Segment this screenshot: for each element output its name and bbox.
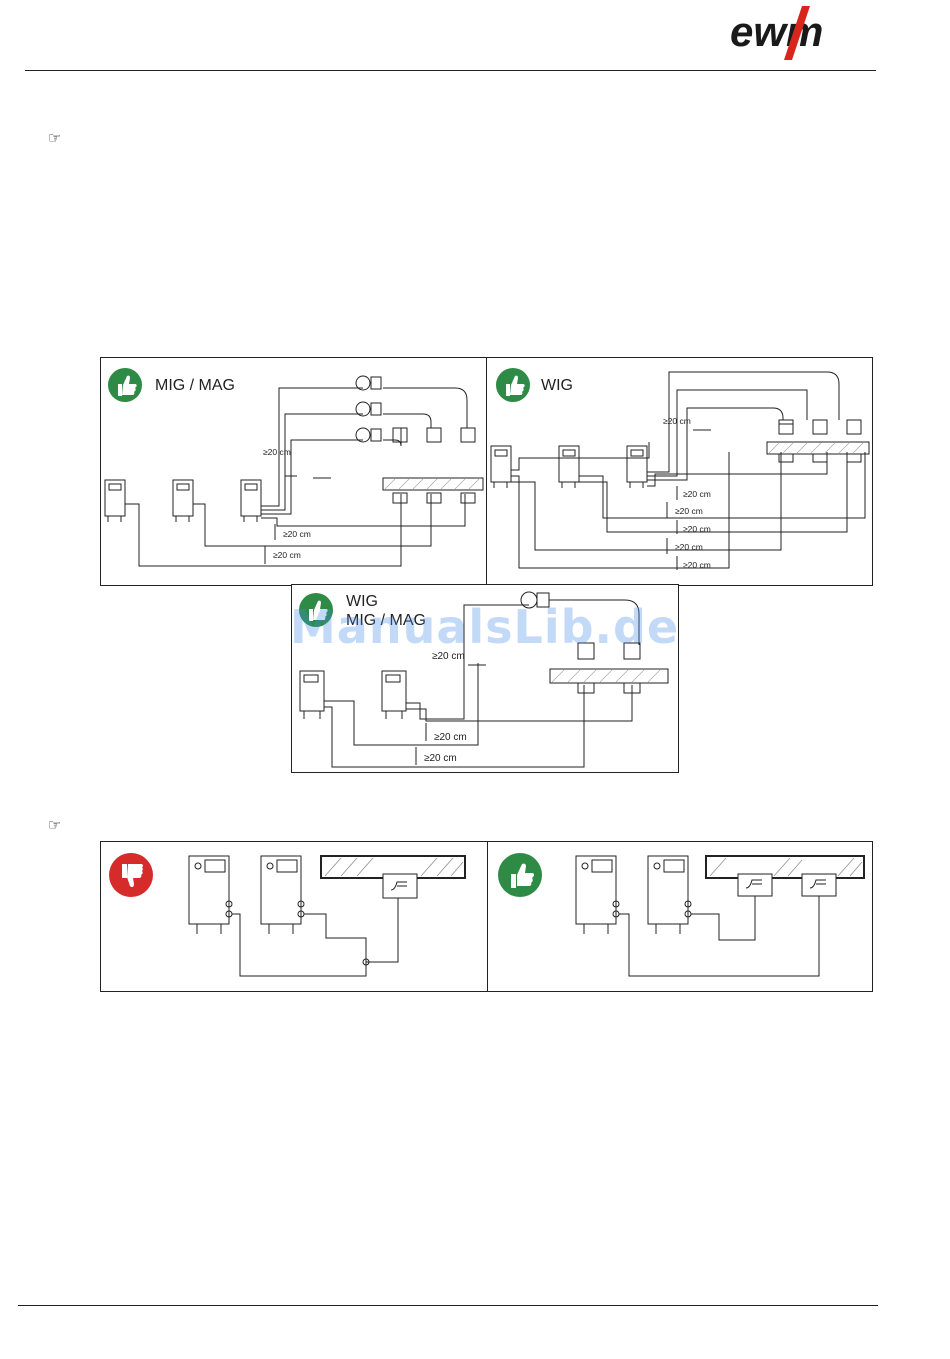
wrong-drawing xyxy=(101,842,490,993)
footer-rule xyxy=(18,1305,878,1306)
svg-text:≥20 cm: ≥20 cm xyxy=(683,489,711,499)
panel-title-line-2: MIG / MAG xyxy=(346,612,426,629)
svg-text:≥20 cm: ≥20 cm xyxy=(683,560,711,570)
svg-text:≥20 cm: ≥20 cm xyxy=(273,550,301,560)
panel-title-line-1: WIG xyxy=(346,593,378,610)
svg-text:ewm: ewm xyxy=(730,8,823,55)
correct-drawing xyxy=(488,842,874,993)
hand-pointer-icon: ☞ xyxy=(48,818,61,833)
svg-text:≥20 cm: ≥20 cm xyxy=(432,651,465,662)
svg-text:≥20 cm: ≥20 cm xyxy=(675,542,703,552)
svg-text:≥20 cm: ≥20 cm xyxy=(434,732,467,743)
svg-text:≥20 cm: ≥20 cm xyxy=(283,529,311,539)
svg-text:≥20 cm: ≥20 cm xyxy=(683,524,711,534)
diagram-wig-mig-mag: ≥20 cm ≥20 cm ≥20 cm WIG MIG / MAG xyxy=(291,584,679,773)
header-rule xyxy=(25,70,876,71)
diagram-wig: ≥20 cm ≥20 cm ≥20 cm ≥20 cm ≥20 cm ≥20 c… xyxy=(486,357,873,586)
svg-text:≥20 cm: ≥20 cm xyxy=(675,506,703,516)
diagram-correct-connection xyxy=(487,841,873,992)
svg-text:≥20 cm: ≥20 cm xyxy=(424,753,457,764)
ewm-logo: ewm ewm xyxy=(728,4,860,62)
panel-title: MIG / MAG xyxy=(155,377,235,394)
panel-title: WIG xyxy=(541,377,573,394)
diagram-mig-mag: ≥20 cm ≥20 cm ≥20 cm MIG / MAG xyxy=(100,357,488,586)
svg-text:≥20 cm: ≥20 cm xyxy=(663,416,691,426)
svg-text:≥20 cm: ≥20 cm xyxy=(263,447,291,457)
diagram-wrong-connection xyxy=(100,841,489,992)
hand-pointer-icon: ☞ xyxy=(48,131,61,146)
